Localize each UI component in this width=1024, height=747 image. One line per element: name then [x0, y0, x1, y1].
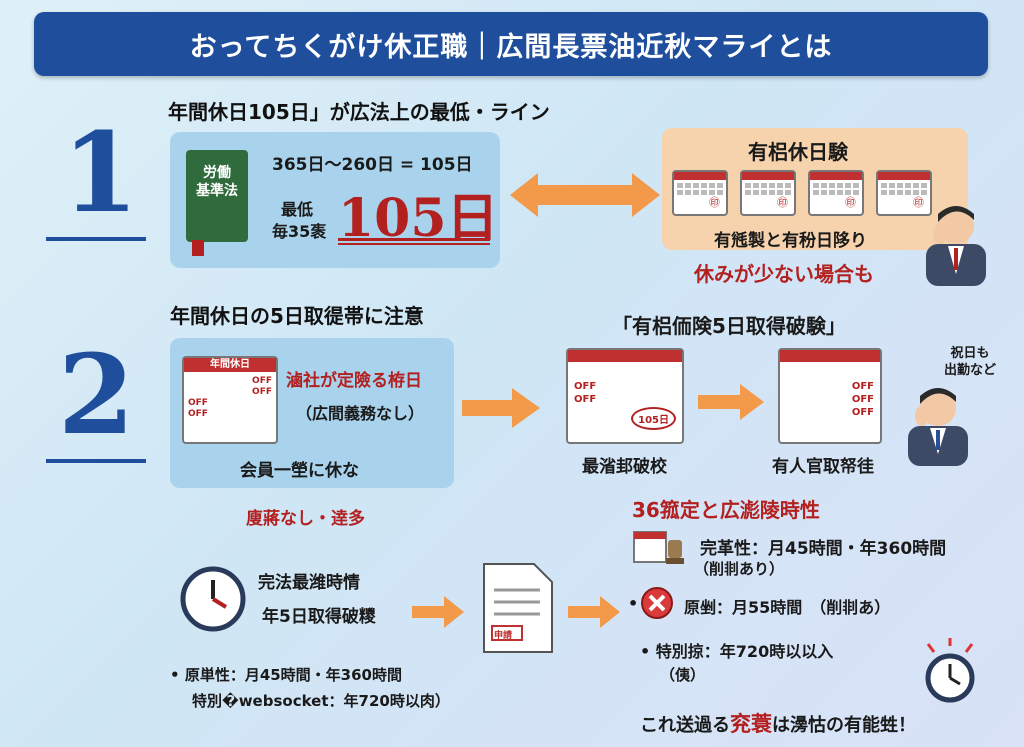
- annual-holiday-calendar: 年間休日 OFF OFF OFF OFF: [182, 356, 278, 444]
- arrow-right-icon: [698, 384, 764, 420]
- banner-title: おってちくがけ休正職｜広間長票油近秋マライとは: [189, 31, 833, 63]
- acquisition-label: 有人官取帑徍: [772, 457, 874, 477]
- bullet-1b: 特別�websocket：年720時以肉）: [192, 692, 450, 710]
- section-1-underline: [46, 237, 146, 241]
- worried-person-icon: [926, 206, 986, 286]
- company-decided-holidays: 滷社が定險る栫日: [286, 371, 422, 391]
- document-icon: [483, 563, 553, 653]
- footer-highlight: 兖蓑: [730, 712, 772, 736]
- clock-icon: [180, 566, 246, 632]
- rule-3a: • 特別掠：年720時以以入: [640, 642, 834, 661]
- arrow-right-icon: [568, 596, 620, 628]
- footer-message: これ送過る兖蓑は澷怙の有能甡！: [640, 708, 916, 738]
- calendar-icon: ㊞: [808, 170, 864, 216]
- footer-post: は澷怙の有能甡！: [772, 715, 916, 736]
- calendar-icon: ㊞: [740, 170, 796, 216]
- off-label: OFF: [252, 387, 272, 397]
- labor-law-book-icon: 労働 基準法: [186, 150, 248, 242]
- few-holidays-warning: 休みが少ない場合も: [694, 262, 874, 286]
- calendar-mark: ㊞: [913, 196, 924, 209]
- off-label: OFF: [851, 394, 874, 405]
- calendar-stamp-icon: [633, 531, 684, 564]
- section-1-heading: 年間休日105日」が広法上の最低・ライン: [168, 100, 550, 124]
- rule-1b: （削剕あり）: [694, 560, 785, 578]
- paid-leave-title: 有梠休日験: [748, 140, 848, 164]
- 105-day-badge: 105日: [631, 407, 676, 430]
- calendar-title: 年間休日: [184, 358, 276, 372]
- off-label: OFF: [188, 398, 208, 408]
- off-label: OFF: [851, 381, 874, 392]
- double-arrow-icon: [510, 173, 660, 217]
- rule-1a: 完革性：月45時間・年360時間: [700, 539, 947, 559]
- book-ribbon-icon: [192, 240, 204, 256]
- overwork-calendar: OFF OFF OFF: [778, 348, 882, 444]
- calendar-row: ㊞ ㊞ ㊞ ㊞: [672, 170, 932, 216]
- section-2-heading: 年間休日の5日取徥帯に注意: [170, 304, 424, 328]
- off-label: OFF: [252, 376, 272, 386]
- section-number-1: 1: [62, 108, 139, 237]
- alarm-clock-icon: [925, 638, 975, 703]
- off-label: OFF: [574, 394, 597, 405]
- section-number-2: 2: [58, 330, 135, 459]
- bullet-1a: • 原単性：月45時間・年360時間: [170, 666, 402, 684]
- mandatory-leave-title: 「有梠侕険5日取得破験」: [612, 314, 846, 338]
- worried-person-icon: [908, 388, 968, 466]
- footer-pre: これ送過る: [640, 715, 730, 736]
- no-legal-obligation: （広間義務なし）: [296, 404, 425, 423]
- value-underline: [338, 238, 490, 241]
- arrow-right-icon: [462, 388, 540, 428]
- clock-subtitle: 年5日取得破糭: [262, 607, 376, 627]
- bullet-dot: •: [628, 594, 639, 613]
- calendar-icon: ㊞: [672, 170, 728, 216]
- off-label: OFF: [574, 381, 597, 392]
- rule-2: 原剉：月55時間 （削剕あ）: [684, 598, 891, 617]
- holiday-work-note: 祝日も 出勤など: [944, 346, 997, 378]
- calendar-mark: ㊞: [845, 196, 856, 209]
- minimum-label: 最低: [281, 200, 314, 219]
- off-label: OFF: [188, 409, 208, 419]
- mandatory-leave-calendar: OFF OFF 105日: [566, 348, 684, 444]
- calendar-mark: ㊞: [777, 196, 788, 209]
- minimum-sublabel: 毎35袠: [272, 222, 327, 241]
- calendar-icon: ㊞: [876, 170, 932, 216]
- paid-leave-subtitle: 有毤製と有秎日陊り: [714, 231, 867, 251]
- minimum-count-label: 最渻邽破校: [582, 457, 667, 477]
- title-banner: おってちくがけ休正職｜広間長票油近秋マライとは: [34, 12, 988, 76]
- formula-text: 365日～260日 = 105日: [272, 155, 473, 175]
- bullet-1a-text: 原単性：月45時間・年360時間: [184, 666, 402, 684]
- abolish-note: 廋蔣なし・逹多: [246, 509, 365, 529]
- off-label: OFF: [851, 407, 874, 418]
- section-2-underline: [46, 459, 146, 463]
- arrow-right-icon: [412, 596, 464, 628]
- clock-title: 完法最潍時情: [258, 573, 360, 593]
- document-stamp: 申請: [494, 631, 513, 641]
- agreement-title: 36箛定と広滮陵時性: [632, 498, 820, 522]
- rule-3a-text: 特別掠：年720時以以入: [655, 642, 834, 661]
- all-staff-text: 会員一塋に休な: [240, 461, 359, 481]
- book-label: 労働 基準法: [196, 165, 238, 200]
- prohibited-icon: [641, 587, 673, 619]
- rule-3b: （侇）: [660, 666, 706, 684]
- value-underline-2: [338, 243, 490, 245]
- calendar-mark: ㊞: [709, 196, 720, 209]
